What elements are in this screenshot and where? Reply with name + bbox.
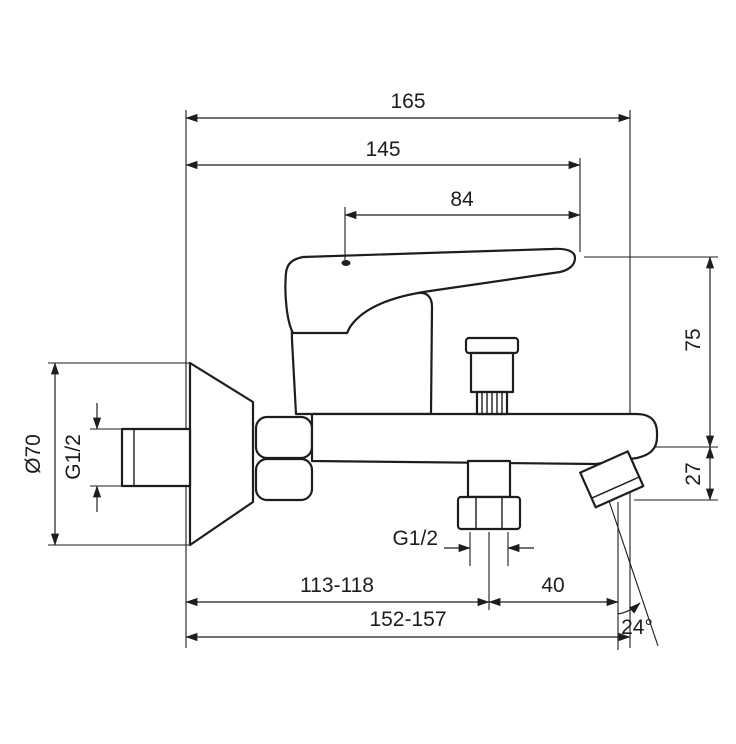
dim-body-width-label: 145 <box>365 138 400 161</box>
lever-handle <box>284 247 577 335</box>
handle-pivot-mark <box>341 260 351 266</box>
dim-spout-angle-label: 24° <box>621 616 653 639</box>
hose-outlet-hex-nut <box>456 495 522 531</box>
dim-wall-to-spout-label: 152-157 <box>369 608 446 631</box>
dim-spout-drop-label: 27 <box>682 462 705 485</box>
escutcheon-cone <box>188 361 255 547</box>
dim-total-width-label: 165 <box>390 90 425 113</box>
dim-height-upper-label: 75 <box>682 328 705 351</box>
dim-inlet-thread-label: G1/2 <box>62 434 85 480</box>
union-nut-bottom <box>254 457 314 502</box>
dim-wall-to-outlet-label: 113-118 <box>300 574 374 597</box>
dim-outlet-thread-label: G1/2 <box>392 527 438 550</box>
hose-outlet-neck <box>466 459 512 499</box>
diverter-cap <box>464 336 520 355</box>
spout-aerator-line <box>590 476 640 499</box>
dimension-lines <box>50 113 715 642</box>
dim-outlet-to-spout-label: 40 <box>541 574 564 597</box>
angle-arc <box>617 602 641 615</box>
spout-nozzle <box>579 450 645 509</box>
union-nut-top <box>254 415 314 460</box>
faucet-outline <box>120 247 659 547</box>
body-barrel <box>310 412 659 466</box>
diverter-knurling <box>481 392 503 414</box>
dim-handle-length-label: 84 <box>450 188 474 211</box>
spout-angle-line <box>605 491 659 647</box>
dimension-labels: 165 145 84 75 27 Ø70 G1/2 G1/2 113-118 4… <box>22 90 705 639</box>
dim-escutcheon-diameter-label: Ø70 <box>22 434 45 474</box>
diverter-body <box>469 351 515 394</box>
inlet-pipe <box>120 427 192 488</box>
